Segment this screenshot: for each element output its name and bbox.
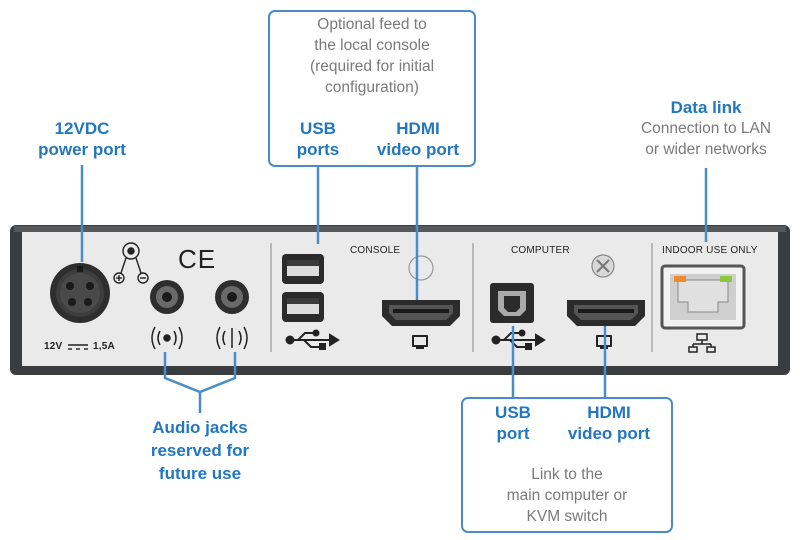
- audio-jack-1: [150, 280, 184, 314]
- computer-label: COMPUTER: [511, 245, 570, 256]
- data-link-description: Connection to LAN or wider networks: [640, 120, 772, 158]
- ethernet-port: [660, 264, 746, 330]
- chassis-top: [14, 226, 786, 232]
- network-icon: [688, 333, 716, 353]
- console-screw-hole: [408, 255, 434, 281]
- console-hdmi-heading: HDMI video port: [376, 119, 460, 159]
- power-port-heading: 12VDC power port: [38, 119, 126, 159]
- dc-symbol-icon: [68, 344, 88, 350]
- computer-usb-b-port: [490, 283, 534, 323]
- data-link-heading: Data link: [670, 98, 742, 117]
- console-label: CONSOLE: [350, 245, 401, 256]
- computer-screw: [591, 254, 615, 278]
- console-usb-heading: USB ports: [296, 119, 340, 159]
- power-rating-current: 1,5A: [93, 341, 115, 352]
- polarity-icon: [113, 242, 149, 284]
- connector-lines: [80, 165, 708, 413]
- data-link-callout: Data link Connection to LAN or wider net…: [620, 97, 792, 160]
- computer-usb-heading: USB port: [495, 403, 531, 443]
- audio-jack-2: [215, 280, 249, 314]
- monitor-console-icon: [412, 335, 428, 349]
- ce-mark: CE: [178, 244, 217, 274]
- console-usb-port-2: [282, 292, 324, 322]
- local-console-callout: [268, 10, 476, 167]
- console-usb-port-1: [282, 254, 324, 284]
- computer-hdmi-heading: HDMI video port: [567, 403, 651, 443]
- led-green: [720, 276, 732, 282]
- indoor-use-label: INDOOR USE ONLY: [662, 245, 758, 256]
- computer-hdmi-port: [567, 300, 645, 326]
- local-console-description: Optional feed to the local console (requ…: [309, 16, 435, 96]
- audio-symbol-1-icon: [151, 326, 183, 350]
- computer-description: Link to the main computer or KVM switch: [506, 466, 628, 525]
- audio-jacks-heading: Audio jacks reserved for future use: [150, 418, 250, 483]
- power-rating-voltage: 12V: [44, 341, 63, 352]
- audio-symbol-2-icon: [216, 326, 248, 350]
- console-hdmi-port: [382, 300, 460, 326]
- computer-callout: [461, 397, 673, 533]
- power-port: [50, 263, 110, 323]
- led-orange: [674, 276, 686, 282]
- usb-symbol-console-icon: [285, 329, 340, 350]
